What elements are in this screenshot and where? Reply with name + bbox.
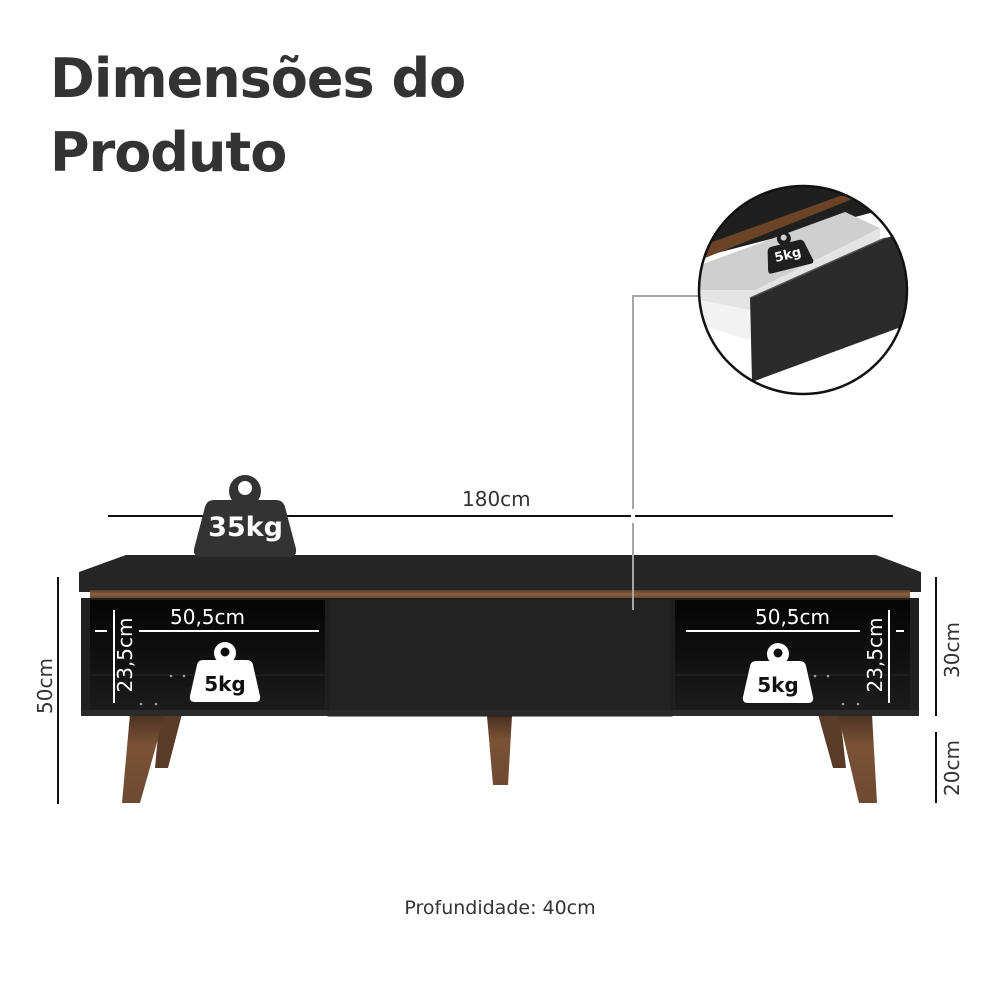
weight-icon-right [742, 643, 814, 703]
niche-width-label-right: 50,5cm [755, 605, 831, 629]
title-line-2: Produto [50, 121, 287, 184]
niche-height-label-left: 23,5cm [113, 617, 137, 693]
height-dimension-label: 50cm [33, 658, 57, 714]
body-height-dimension-label: 30cm [940, 622, 964, 678]
depth-label: Profundidade: 40cm [404, 897, 596, 919]
title-line-1: Dimensões do [50, 47, 466, 110]
drawer-zoom-detail [697, 184, 909, 396]
legs [122, 714, 877, 803]
weight-label-right: 5kg [757, 673, 799, 697]
niche-dimension-lines [95, 610, 904, 703]
page-title: Dimensões do Produto [50, 42, 466, 190]
weight-icon-top [193, 475, 297, 557]
leader-line [632, 295, 699, 610]
weight-label-left: 5kg [204, 672, 246, 696]
drawer-front [327, 598, 673, 717]
weight-icon-left [189, 642, 261, 702]
niche-height-label-right: 23,5cm [863, 617, 887, 693]
leg-height-dimension-label: 20cm [940, 740, 964, 796]
niche-width-label-left: 50,5cm [170, 605, 246, 629]
width-dimension-label: 180cm [462, 487, 531, 511]
weight-label-top: 35kg [208, 512, 283, 543]
